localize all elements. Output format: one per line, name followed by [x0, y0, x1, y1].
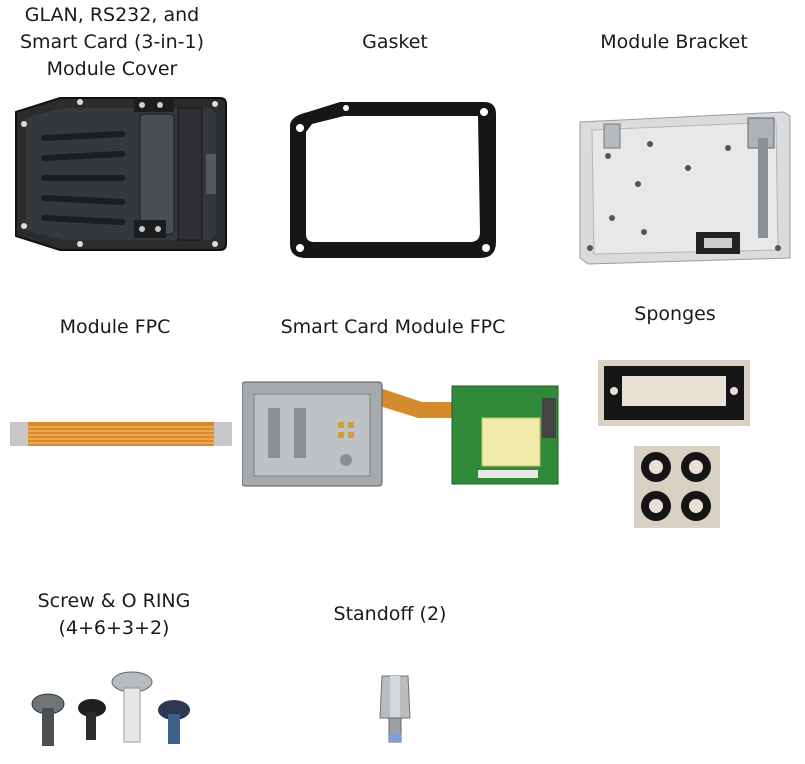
sponges-label: Sponges: [620, 301, 730, 328]
smartcard-fpc-label-line: Smart Card Module FPC: [280, 316, 506, 338]
sponge-rings-image: [634, 446, 720, 528]
standoff-label-line: Standoff (2): [333, 603, 447, 625]
cover-label-line: Module Cover: [46, 58, 178, 80]
cover-label: GLAN, RS232, and Smart Card (3-in-1) Mod…: [12, 2, 212, 83]
cover-label-line: GLAN, RS232, and: [24, 4, 200, 26]
module-fpc-label: Module FPC: [40, 314, 190, 341]
gasket-label: Gasket: [330, 29, 460, 56]
sponges-label-line: Sponges: [634, 303, 716, 325]
gasket-image: [284, 98, 502, 264]
standoff-label: Standoff (2): [320, 601, 460, 628]
module-bracket-image: [578, 108, 794, 268]
screws-label-line: Screw & O RING: [37, 590, 191, 612]
module-fpc-label-line: Module FPC: [59, 316, 171, 338]
sponge-gasket-image: [598, 360, 750, 426]
smartcard-fpc-label: Smart Card Module FPC: [268, 314, 518, 341]
screws-label: Screw & O RING (4+6+3+2): [24, 588, 204, 642]
bracket-label: Module Bracket: [584, 29, 764, 56]
bracket-label-line: Module Bracket: [600, 31, 748, 53]
screws-image: [28, 668, 200, 752]
module-cover-image: [10, 94, 228, 254]
smartcard-fpc-image: [242, 378, 560, 490]
screws-label-line: (4+6+3+2): [58, 617, 170, 639]
module-fpc-image: [10, 418, 232, 452]
cover-label-line: Smart Card (3-in-1): [19, 31, 205, 53]
standoff-image: [378, 670, 412, 748]
gasket-label-line: Gasket: [362, 31, 428, 53]
